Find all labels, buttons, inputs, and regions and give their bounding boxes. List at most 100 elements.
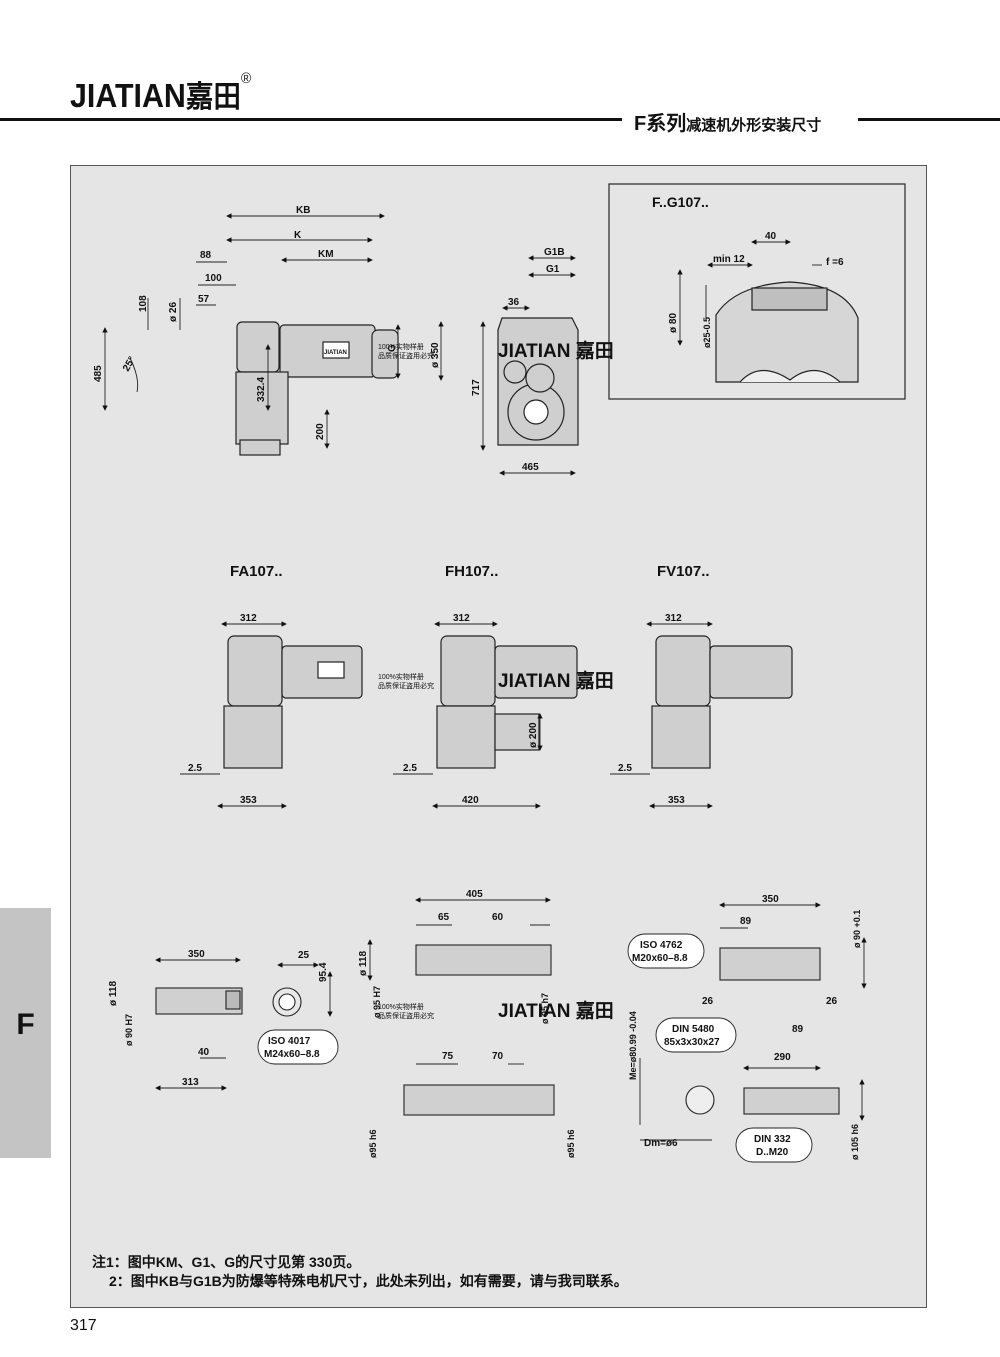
dim-36: 36 <box>508 297 520 308</box>
sv-dim-90: ø 90 +0.1 <box>852 910 862 948</box>
sh-dim-95h6b: ø95 h6 <box>566 1129 576 1158</box>
sh-dim-95h7a: ø 95 H7 <box>372 986 382 1018</box>
series-dimlines <box>180 621 713 809</box>
section-tab <box>0 908 51 1158</box>
fa-title: FA107.. <box>230 563 283 580</box>
shaft-v-drawing <box>685 947 840 1115</box>
sv-dim-89b: 89 <box>792 1024 804 1035</box>
watermark-3-brand: JIATIAN 嘉田 <box>498 1000 614 1022</box>
notes: 注1：图中KM、G1、G的尺寸见第 330页。 2：图中KB与G1B为防爆等特殊… <box>92 1253 628 1291</box>
sv-callout-1a: ISO 4762 <box>640 940 683 951</box>
sa-callout-1: ISO 4017 <box>268 1036 311 1047</box>
sa-dim-95-4: 95.4 <box>318 962 329 982</box>
fh-view-drawing <box>436 635 578 769</box>
shaft-a-drawing <box>155 987 302 1017</box>
dim-f6: f =6 <box>826 257 844 268</box>
watermark-2-line2: 品质保证盗用必究 <box>378 681 434 690</box>
fa-view-drawing <box>223 635 363 769</box>
fv-dim-312: 312 <box>665 613 682 624</box>
watermark-3-line2: 品质保证盗用必究 <box>378 1011 434 1020</box>
fh-dim-312: 312 <box>453 613 470 624</box>
fa-dim-353: 353 <box>240 795 257 806</box>
main-view-drawing <box>235 321 399 456</box>
page-number: 317 <box>70 1317 97 1334</box>
header-rule-right <box>858 118 1000 121</box>
watermark-2-line1: 100%实物样册 <box>378 672 424 681</box>
dim-kb: KB <box>296 205 310 216</box>
fa-dim-2-5: 2.5 <box>188 763 202 774</box>
dim-d80: ø 80 <box>668 313 679 333</box>
fa-dim-312: 312 <box>240 613 257 624</box>
registered-mark: ® <box>241 70 252 87</box>
sv-callout-1b: M20x60–8.8 <box>632 953 688 964</box>
sv-dim-89a: 89 <box>740 916 752 927</box>
dim-465: 465 <box>522 462 539 473</box>
sh-dim-118: ø 118 <box>358 951 369 976</box>
shaft-dimlines <box>155 897 867 1141</box>
sh-dim-70: 70 <box>492 1051 504 1062</box>
sh-dim-405: 405 <box>466 889 483 900</box>
dim-108: 108 <box>138 295 149 312</box>
dim-332: 332.4 <box>256 377 267 402</box>
fh-title: FH107.. <box>445 563 498 580</box>
dim-717: 717 <box>471 379 482 396</box>
sa-dim-350: 350 <box>188 949 205 960</box>
sa-dim-90: ø 90 H7 <box>124 1014 134 1046</box>
dim-d25: ø25-0.5 <box>702 317 712 348</box>
sv-dim-350: 350 <box>762 894 779 905</box>
sh-dim-95h6a: ø95 h6 <box>368 1129 378 1158</box>
sa-callout-2: M24x60–8.8 <box>264 1049 320 1060</box>
main-view-dimlines <box>102 213 444 449</box>
sh-dim-65: 65 <box>438 912 450 923</box>
brand-name: JIATIAN <box>70 77 186 114</box>
sv-dim-dm: Dm=ø6 <box>644 1138 678 1149</box>
sh-dim-75: 75 <box>442 1051 454 1062</box>
dim-km: KM <box>318 249 334 260</box>
header-rule-left <box>0 118 622 121</box>
dim-200: 200 <box>315 423 326 440</box>
sh-dim-60: 60 <box>492 912 504 923</box>
sa-dim-118: ø 118 <box>108 981 119 1006</box>
dim-g: G <box>387 344 398 352</box>
front-view-dimlines <box>480 255 576 476</box>
dim-350: ø 350 <box>430 342 441 368</box>
sa-dim-25: 25 <box>298 950 310 961</box>
fh-dim-2-5: 2.5 <box>403 763 417 774</box>
sv-dim-26b: 26 <box>826 996 838 1007</box>
sv-callout-3a: DIN 332 <box>754 1134 791 1145</box>
fv-view-drawing <box>651 635 793 769</box>
sa-dim-40: 40 <box>198 1047 210 1058</box>
fv-dim-353: 353 <box>668 795 685 806</box>
fh-dim-200: ø 200 <box>528 722 539 748</box>
watermark-1-line2: 品质保证盗用必究 <box>378 351 434 360</box>
sa-dim-313: 313 <box>182 1077 199 1088</box>
dim-485: 485 <box>93 365 104 382</box>
detail-view-dimlines <box>677 239 822 346</box>
callout-balloons <box>257 933 813 1163</box>
watermark-1-line1: 100%实物样册 <box>378 342 424 351</box>
section-tab-letter: F <box>16 1008 35 1041</box>
dimension-labels: KB K KM 88 100 57 108 ø 26 485 25° G ø 3… <box>93 194 862 1160</box>
fv-title: FV107.. <box>657 563 710 580</box>
sv-callout-3b: D..M20 <box>756 1147 789 1158</box>
dim-g1: G1 <box>546 264 560 275</box>
detail-view-drawing <box>715 281 859 383</box>
dim-57: 57 <box>198 294 210 305</box>
motor-badge-main: JIATIAN <box>324 350 347 356</box>
note-2: 2：图中KB与G1B为防爆等特殊电机尺寸，此处未列出，如有需要，请与我司联系。 <box>109 1273 628 1289</box>
dim-40: 40 <box>765 231 777 242</box>
dim-min12: min 12 <box>713 254 745 265</box>
fh-dim-420: 420 <box>462 795 479 806</box>
sv-callout-2a: DIN 5480 <box>672 1024 715 1035</box>
sv-dim-290: 290 <box>774 1052 791 1063</box>
dim-k: K <box>294 230 302 241</box>
sv-dim-105: ø 105 h6 <box>850 1124 860 1160</box>
detail-frame <box>608 183 906 400</box>
brand-name-cn: 嘉田 <box>185 81 242 114</box>
dim-100: 100 <box>205 273 222 284</box>
detail-title: F..G107.. <box>652 194 709 210</box>
page-title-subtitle: 减速机外形安装尺寸 <box>686 117 822 134</box>
dim-26: ø 26 <box>168 302 179 322</box>
note-1: 注1：图中KM、G1、G的尺寸见第 330页。 <box>92 1254 361 1270</box>
